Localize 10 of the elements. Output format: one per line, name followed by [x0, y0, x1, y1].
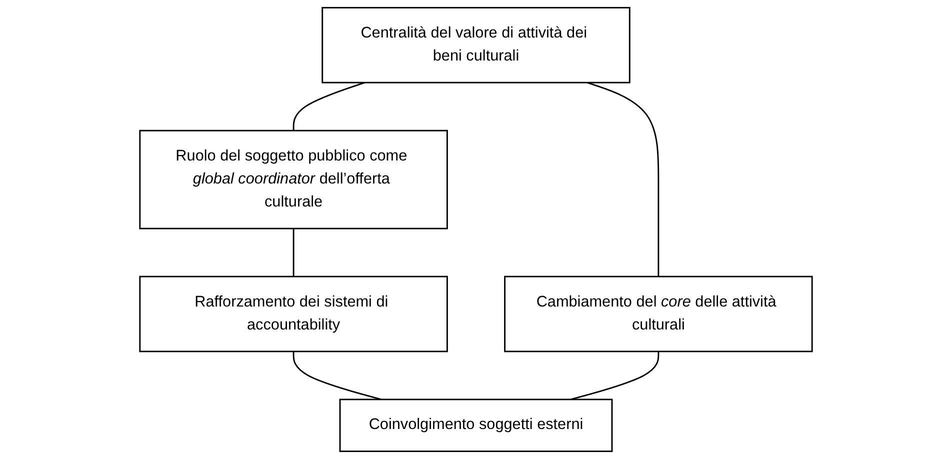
connector [292, 82, 366, 131]
node-box: Centralità del valore di attività dei beni culturali [322, 6, 630, 84]
connector [586, 82, 660, 277]
node-box: Rafforzamento dei sistemi di accountability [139, 276, 448, 352]
node-box: Coinvolgimento soggetti esterni [339, 398, 613, 452]
connector [292, 228, 294, 277]
node-box: Cambiamento del core delle attività culturali [504, 276, 813, 352]
connector [570, 351, 660, 400]
node-box: Ruolo del soggetto pubblico come global coordinator dell’offerta culturale [139, 130, 448, 230]
connector [292, 351, 382, 400]
